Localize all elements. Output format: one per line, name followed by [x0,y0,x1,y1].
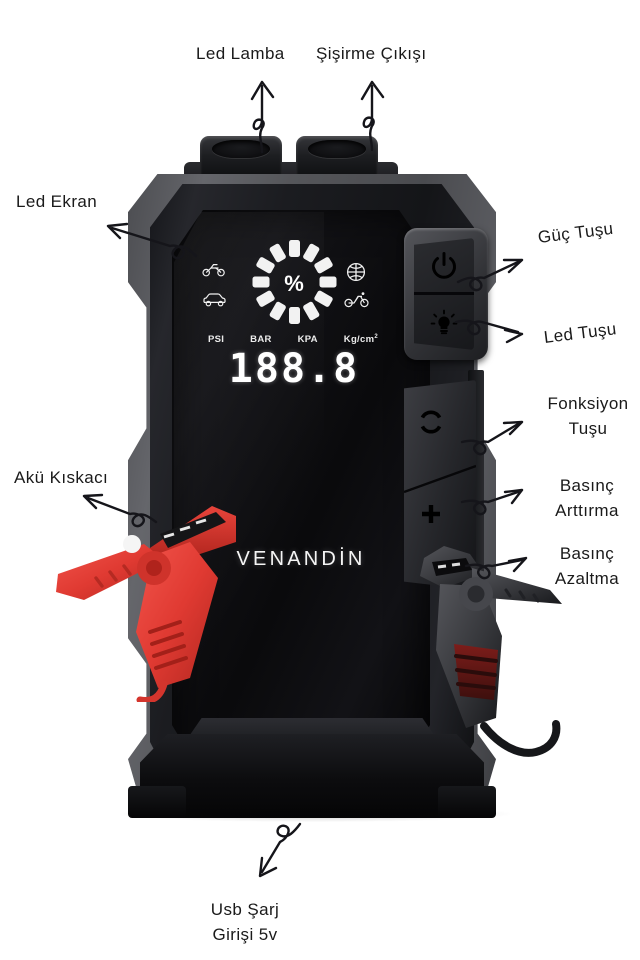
azaltma-line2: Azaltma [554,568,620,588]
car-icon [202,292,227,312]
callout-label-fonksiyon-tusu: Fonksiyon Tuşu [536,392,640,441]
callout-label-usb-sarj: Usb Şarj Girişi 5v [170,898,320,947]
callout-label-led-ekran: Led Ekran [16,192,98,211]
callout-label-guc-tusu: Güç Tuşu [536,218,615,247]
usb-line2: Girişi 5v [212,924,278,944]
function-button[interactable] [406,394,456,450]
button-divider [414,292,474,295]
red-battery-clamp [56,506,236,702]
callout-label-led-tusu: Led Tuşu [542,319,618,347]
unit-superscript: 2 [374,334,378,340]
fonksiyon-line1: Fonksiyon [547,394,629,413]
brand-logo: VENANDİN [236,548,366,570]
arttirma-line1: Basınç [559,476,615,495]
usb-line1: Usb Şarj [210,900,280,919]
pressure-value: 188.8 [228,346,360,392]
callout-label-sisirme-cikisi: Şişirme Çıkışı [316,44,427,63]
unit-labels: PSI BAR KPA Kg/cm2 [208,334,378,345]
power-button[interactable] [414,238,474,293]
fonksiyon-line2: Tuşu [568,418,608,438]
device-front-panel [172,210,430,776]
arrow-usb-sarj [258,822,302,878]
unit-bar: BAR [250,334,272,345]
unit-psi: PSI [208,334,225,345]
ring-segment [288,240,300,257]
inflation-outlet-port [296,136,378,180]
motorcycle-icon [202,262,226,282]
base-foot-right [438,786,496,818]
pressure-increase-button[interactable] [406,486,456,542]
callout-label-aku-kiskaci: Akü Kıskacı [14,468,109,487]
ball-icon [346,262,366,287]
led-display: % [186,236,396,392]
callout-label-basinc-azaltma: Basınç Azaltma [534,542,640,591]
arttirma-line2: Arttırma [555,500,619,520]
led-button[interactable] [414,295,474,350]
callout-label-led-lamba: Led Lamba [196,44,285,63]
base-foot-left [128,786,186,818]
percent-symbol: % [284,271,304,296]
device-base [140,734,484,818]
unit-kgcm-text: Kg/cm [343,334,375,346]
azaltma-line1: Basınç [559,544,615,563]
unit-kpa: KPA [297,334,318,345]
pressure-ring-gauge [250,240,338,328]
ground-shadow [120,806,510,822]
callout-label-basinc-arttirma: Basınç Arttırma [534,474,640,523]
unit-kgcm2: Kg/cm2 [344,334,378,345]
led-lamp-port [200,136,282,180]
bicycle-icon [344,292,370,313]
black-battery-clamp [420,546,562,757]
